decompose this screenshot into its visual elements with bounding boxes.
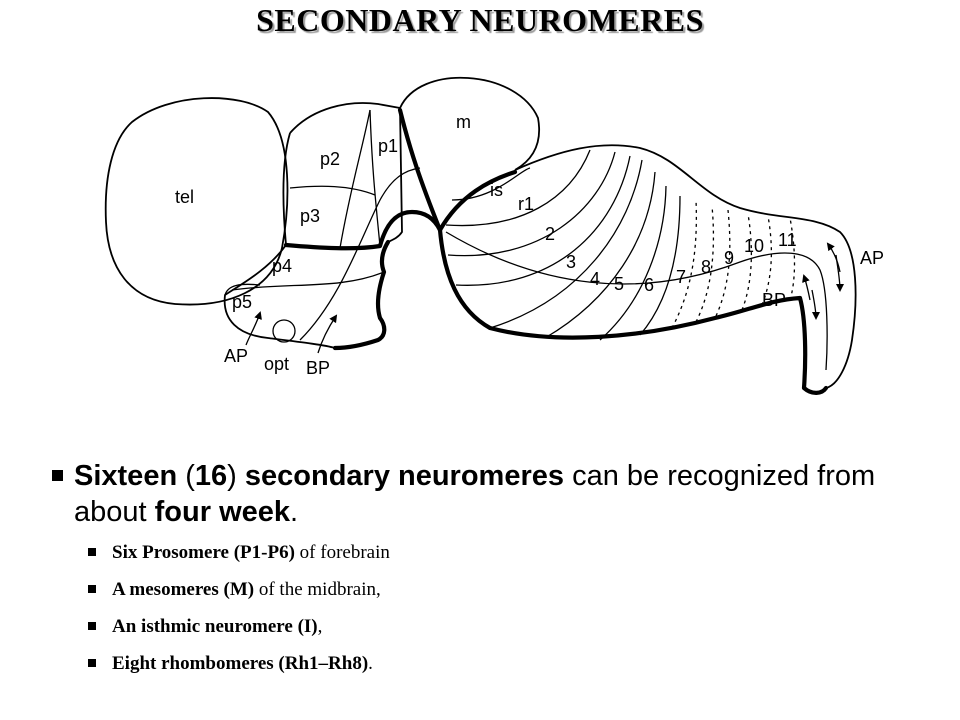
label-ap-left: AP <box>224 346 248 366</box>
zli-thick-line <box>283 209 443 251</box>
square-bullet-icon <box>88 659 96 667</box>
p1-inner-boundary <box>369 109 381 247</box>
label-r11: 11 <box>778 230 797 250</box>
label-r5: 5 <box>614 274 624 294</box>
label-ap-right: AP <box>860 248 884 268</box>
bp-right-arrow-down <box>811 289 820 320</box>
sub-bullet-isthmic: An isthmic neuromere (I), <box>88 616 932 638</box>
hindbrain-floor-thick-line <box>437 227 829 395</box>
bp-right-arrow-up <box>802 274 811 301</box>
telencephalon-outline <box>104 97 289 306</box>
forebrain-outline <box>289 102 403 243</box>
label-p5: p5 <box>232 292 252 312</box>
sub-bullet-text: . <box>368 653 373 674</box>
r-boundary-7 <box>599 185 667 341</box>
r-boundary-8 <box>639 195 681 336</box>
forebrain-floor-thick-line <box>332 239 391 351</box>
p1-p2-boundary <box>339 109 371 249</box>
main-bullet-text-4: . <box>290 496 299 528</box>
ap-right-arrow-up <box>826 242 841 273</box>
neuromere-diagram: tel p1 p2 p3 p4 p5 m is r1 2 3 4 5 6 7 8… <box>104 76 884 395</box>
alar-basal-boundary-forebrain <box>299 167 421 341</box>
sub-bullet-prosomeres: Six Prosomere (P1-P6) of forebrain <box>88 542 932 564</box>
r-boundary-6 <box>544 171 656 339</box>
label-r7: 7 <box>676 267 686 287</box>
slide-title: SECONDARY NEUROMERES <box>256 2 704 38</box>
label-bp-left: BP <box>306 358 330 378</box>
sub-bullet-bold: Eight rhombomeres (Rh1–Rh8) <box>112 653 369 674</box>
label-p4: p4 <box>272 256 292 276</box>
square-bullet-icon <box>88 622 96 630</box>
sub-bullet-list: Six Prosomere (P1-P6) of forebrain A mes… <box>52 542 932 675</box>
ap-right-arrow-down <box>835 254 844 292</box>
label-p1: p1 <box>378 136 398 156</box>
sub-bullet-bold: A mesomeres (M) <box>112 579 255 600</box>
label-r1: r1 <box>518 194 534 214</box>
r-boundary-9 <box>671 199 697 329</box>
label-tel: tel <box>175 187 194 207</box>
ap-left-arrow <box>245 311 262 346</box>
label-bp-right: BP <box>762 290 786 310</box>
main-bullet-text-1: ( <box>177 460 195 492</box>
label-r8: 8 <box>701 257 711 277</box>
sub-bullet-text: , <box>317 616 323 637</box>
hindbrain-outline <box>514 144 857 389</box>
main-bullet-bold-3: secondary neuromeres <box>244 460 565 492</box>
r-boundary-5 <box>489 159 643 329</box>
label-p2: p2 <box>320 149 340 169</box>
p4-p5-boundary <box>231 271 385 291</box>
main-bullet-text-3: can be recognized from about <box>74 460 876 528</box>
main-bullet-text-2: ) <box>227 460 245 492</box>
label-r6: 6 <box>644 275 654 295</box>
r-boundary-13 <box>761 215 773 306</box>
label-r4: 4 <box>590 269 600 289</box>
bullet-list: Sixteen (16) secondary neuromeres can be… <box>52 458 932 690</box>
forebrain-lower-outline <box>223 132 336 349</box>
sub-bullet-mesomeres: A mesomeres (M) of the midbrain, <box>88 579 932 601</box>
r-boundary-14 <box>789 217 796 301</box>
label-is: is <box>490 180 503 200</box>
square-bullet-icon <box>88 585 96 593</box>
r-boundary-2 <box>445 149 591 227</box>
r-boundary-1 <box>451 167 531 201</box>
bp-left-arrow <box>317 314 338 354</box>
label-r9: 9 <box>724 248 734 268</box>
main-bullet-bold-4: four week <box>154 496 291 528</box>
r-boundary-3 <box>447 151 616 257</box>
label-r2: 2 <box>545 224 555 244</box>
sub-bullet-bold: Six Prosomere (P1-P6) <box>112 542 295 563</box>
label-r3: 3 <box>566 252 576 272</box>
label-r10: 10 <box>744 236 764 256</box>
label-m: m <box>456 112 471 132</box>
square-bullet-icon <box>88 548 96 556</box>
label-opt: opt <box>264 354 289 374</box>
label-p3: p3 <box>300 206 320 226</box>
sub-bullet-text: of forebrain <box>294 542 390 563</box>
optic-circle <box>272 319 296 343</box>
midbrain-outline <box>399 76 541 171</box>
square-bullet-icon <box>52 470 63 481</box>
main-bullet-bold-1: Sixteen <box>74 460 178 492</box>
sub-bullet-text: of the midbrain, <box>254 579 381 600</box>
alar-basal-boundary-hindbrain <box>445 231 828 371</box>
p5-outline <box>224 283 261 296</box>
sub-bullet-bold: An isthmic neuromere (I) <box>112 616 318 637</box>
main-bullet: Sixteen (16) secondary neuromeres can be… <box>52 458 932 530</box>
sub-bullet-rhombomeres: Eight rhombomeres (Rh1–Rh8). <box>88 653 932 675</box>
r-boundary-4 <box>455 155 631 286</box>
r-boundary-12 <box>741 213 753 311</box>
p2-p3-boundary <box>289 185 376 196</box>
main-bullet-bold-2: 16 <box>194 460 228 492</box>
